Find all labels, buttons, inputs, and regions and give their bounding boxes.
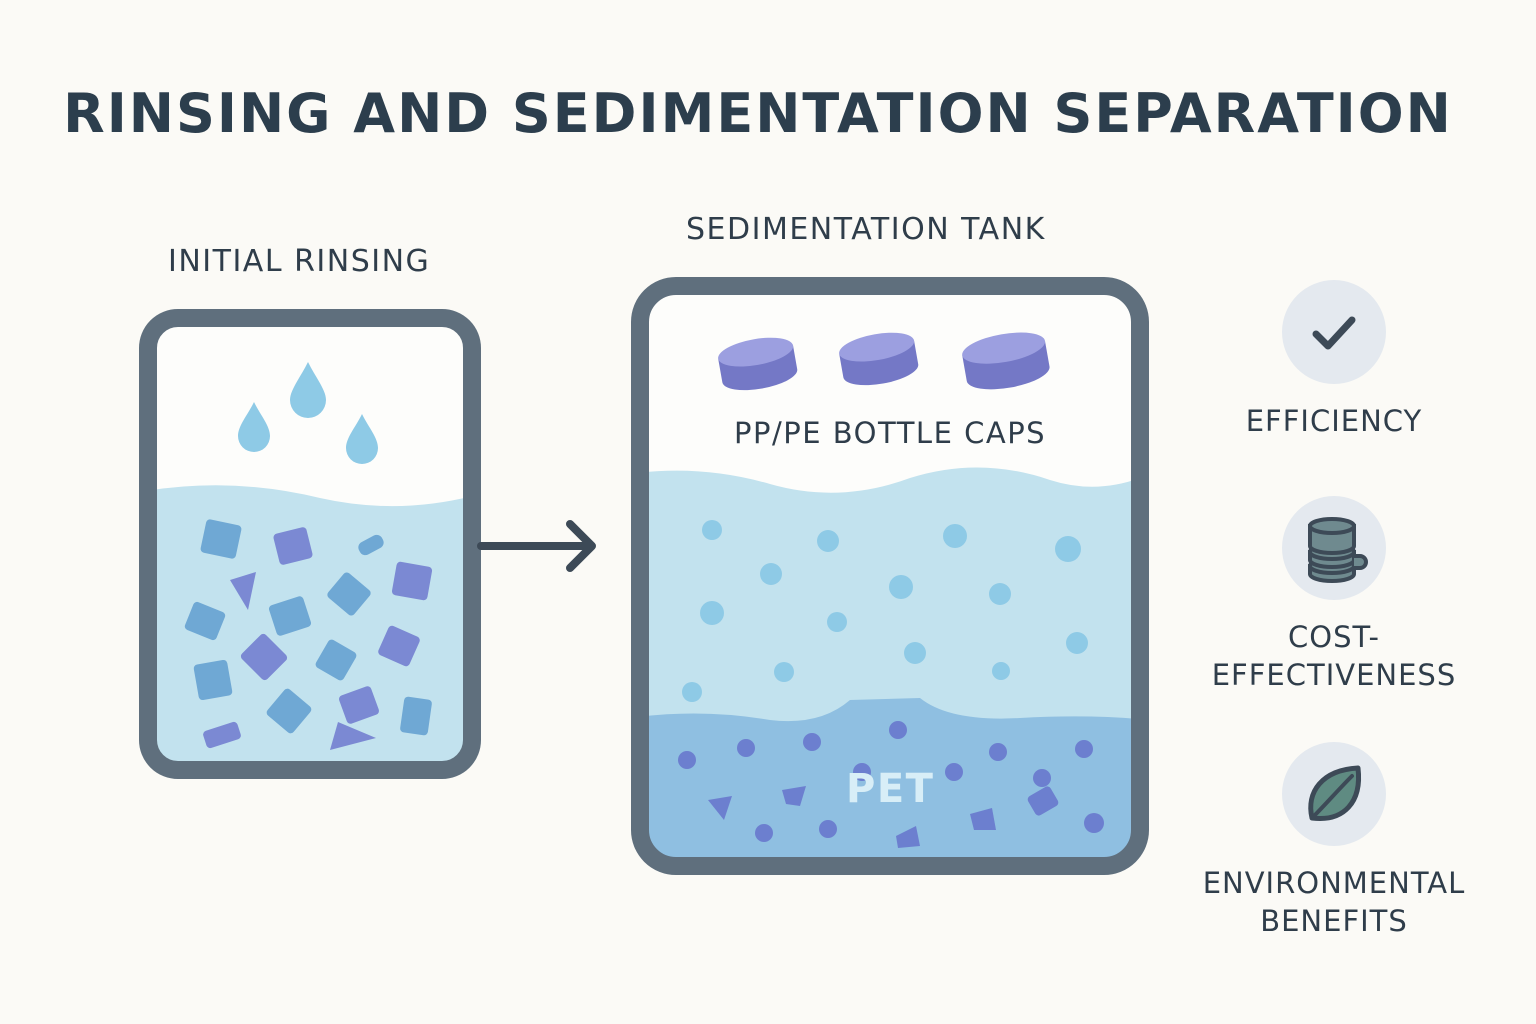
benefit-efficiency-label: EFFICIENCY (1245, 404, 1423, 438)
caps-label: PP/PE BOTTLE CAPS (734, 416, 1047, 450)
bottle-caps (718, 332, 1050, 391)
benefit-environment-label: ENVIRONMENTAL BENEFITS (1202, 866, 1466, 938)
rinsing-water (148, 485, 472, 770)
leaf-icon (1308, 765, 1362, 821)
rinsing-container (139, 309, 481, 779)
rinsing-label: INITIAL RINSING (168, 244, 431, 279)
plastic-flakes (184, 519, 433, 750)
pet-label: PET (846, 766, 935, 812)
benefit-cost-label: COST- EFFECTIVENESS (1211, 620, 1457, 692)
water-drop-icon (238, 402, 270, 452)
flow-arrow-icon (477, 520, 596, 572)
page-title: RINSING AND SEDIMENTATION SEPARATION (63, 82, 1453, 145)
bottle-cap-icon (718, 337, 798, 391)
benefit-environment-badge (1282, 742, 1386, 846)
benefit-efficiency-badge (1282, 280, 1386, 384)
bottle-cap-icon (839, 332, 919, 386)
check-icon (1312, 316, 1356, 350)
sedimentation-tank (631, 277, 1149, 875)
coin-stack-icon (1308, 517, 1368, 583)
pet-particles (678, 721, 1104, 848)
water-drop-icon (290, 362, 326, 418)
tank-label: SEDIMENTATION TANK (686, 212, 1046, 247)
benefit-cost-badge (1282, 496, 1386, 600)
water-drop-icon (346, 414, 378, 464)
bottle-cap-icon (962, 332, 1050, 390)
bubbles (682, 520, 1088, 702)
